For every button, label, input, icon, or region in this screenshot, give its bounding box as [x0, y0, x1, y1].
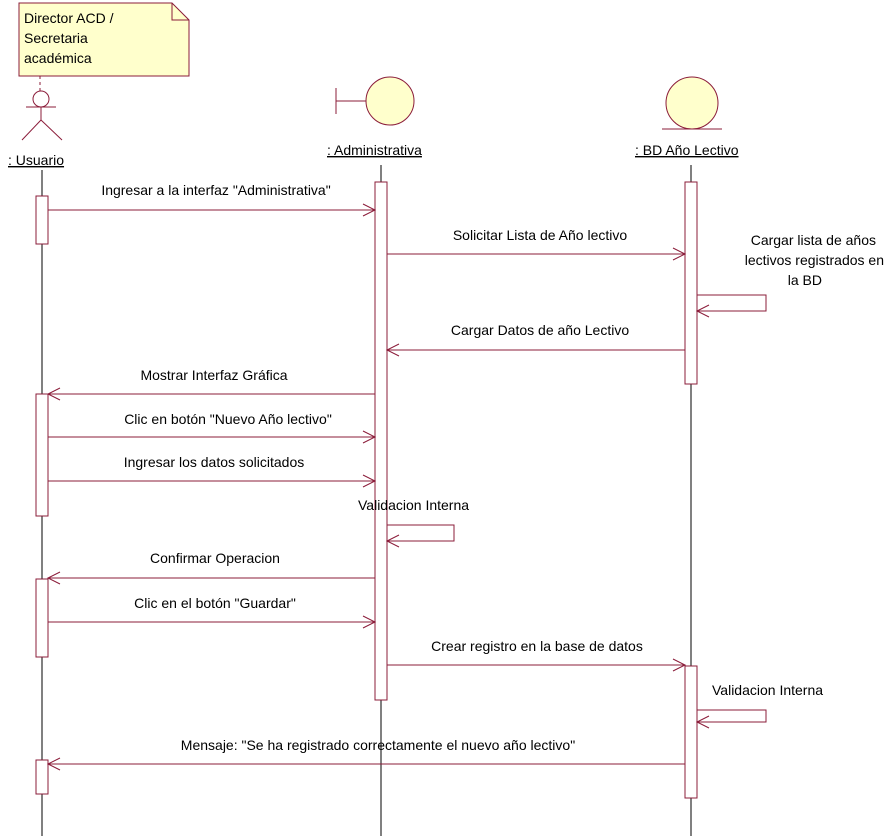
note-line-2: Secretaria — [24, 30, 88, 46]
note: Director ACD / Secretaria académica — [18, 2, 190, 77]
message-10: Clic en el botón "Guardar" — [48, 595, 377, 629]
message-1: Ingresar a la interfaz "Administrativa" — [48, 182, 377, 217]
message-13: Mensaje: "Se ha registrado correctamente… — [46, 737, 685, 771]
actor-icon — [21, 90, 63, 141]
participant-usuario-label: : Usuario — [8, 152, 64, 168]
message-9: Confirmar Operacion — [46, 550, 375, 585]
message-5: Mostrar Interfaz Gráfica — [46, 367, 375, 401]
message-12-label: Validacion Interna — [712, 682, 823, 698]
activation-usuario-2 — [35, 393, 49, 517]
message-8: Validacion Interna — [358, 497, 469, 548]
message-7: Ingresar los datos solicitados — [48, 454, 377, 488]
message-3-label-line-2: lectivos registrados en — [745, 252, 884, 268]
note-line-1: Director ACD / — [24, 10, 114, 26]
participant-bd-label: : BD Año Lectivo — [635, 142, 739, 158]
activation-usuario-3 — [35, 578, 49, 658]
activation-administrativa — [374, 181, 388, 701]
activation-usuario-4 — [35, 759, 49, 795]
message-3: Cargar lista de años lectivos registrado… — [695, 232, 884, 318]
note-line-3: académica — [24, 50, 92, 66]
activation-bd-1 — [684, 181, 698, 385]
message-9-label: Confirmar Operacion — [150, 550, 280, 566]
message-13-label: Mensaje: "Se ha registrado correctamente… — [181, 737, 575, 753]
activation-usuario-1 — [35, 195, 49, 245]
participant-administrativa-label: : Administrativa — [327, 142, 422, 158]
message-5-label: Mostrar Interfaz Gráfica — [140, 367, 287, 383]
message-4: Cargar Datos de año Lectivo — [385, 322, 685, 357]
message-3-label-line-1: Cargar lista de años — [751, 232, 876, 248]
message-11: Crear registro en la base de datos — [387, 638, 687, 672]
message-12: Validacion Interna — [695, 682, 823, 729]
message-7-label: Ingresar los datos solicitados — [124, 454, 305, 470]
message-4-label: Cargar Datos de año Lectivo — [451, 322, 629, 338]
message-11-label: Crear registro en la base de datos — [431, 638, 643, 654]
message-10-label: Clic en el botón "Guardar" — [134, 595, 296, 611]
entity-icon — [662, 76, 722, 130]
activation-bd-2 — [684, 665, 698, 799]
message-6-label: Clic en botón "Nuevo Año lectivo" — [124, 411, 332, 427]
message-2: Solicitar Lista de Año lectivo — [387, 227, 687, 261]
boundary-icon — [335, 76, 415, 126]
message-2-label: Solicitar Lista de Año lectivo — [453, 227, 628, 243]
message-6: Clic en botón "Nuevo Año lectivo" — [48, 411, 377, 444]
message-1-label: Ingresar a la interfaz "Administrativa" — [101, 182, 330, 198]
message-8-label: Validacion Interna — [358, 497, 469, 513]
message-3-label-line-3: la BD — [788, 272, 822, 288]
